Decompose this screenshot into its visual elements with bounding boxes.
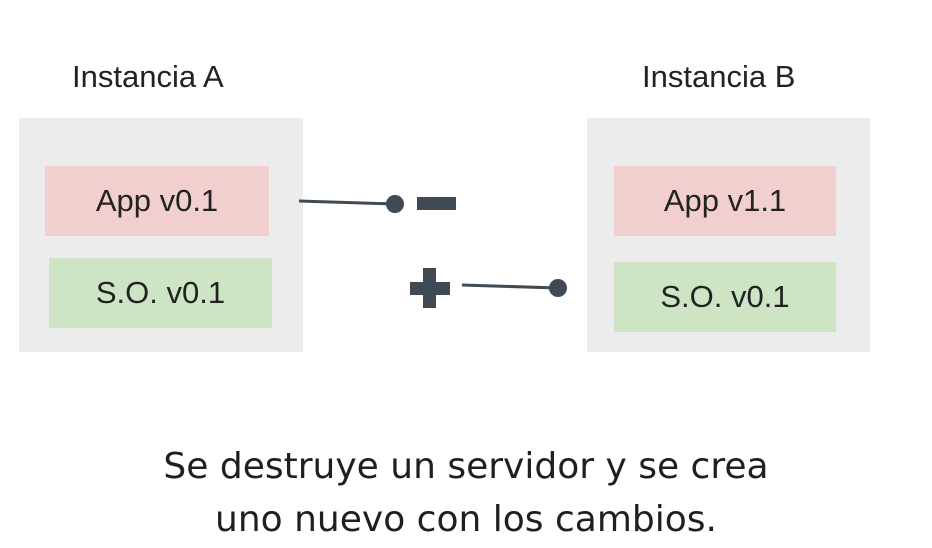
plus-icon bbox=[423, 268, 436, 308]
instance-b-title: Instancia B bbox=[642, 59, 796, 94]
add-connector-line bbox=[461, 283, 559, 290]
instance-b-os-layer: S.O. v0.1 bbox=[614, 262, 836, 332]
remove-connector-dot bbox=[386, 195, 404, 213]
instance-a-title: Instancia A bbox=[72, 59, 224, 94]
caption-line-2: uno nuevo con los cambios. bbox=[215, 499, 717, 540]
minus-icon bbox=[417, 197, 456, 210]
add-connector-dot bbox=[549, 279, 567, 297]
instance-a-app-layer: App v0.1 bbox=[45, 166, 269, 236]
instance-b-app-layer: App v1.1 bbox=[614, 166, 836, 236]
remove-connector-line bbox=[298, 199, 396, 206]
caption-line-1: Se destruye un servidor y se crea bbox=[163, 446, 769, 487]
instance-a-os-layer: S.O. v0.1 bbox=[49, 258, 272, 328]
